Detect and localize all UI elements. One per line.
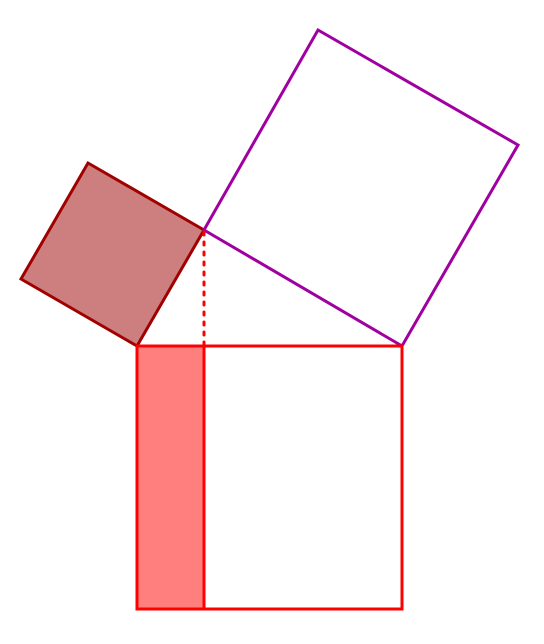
square-on-hypotenuse: [135, 344, 404, 611]
large-square-on-leg: [201, 27, 521, 349]
small-square-on-leg: [18, 160, 207, 349]
filled-rectangle-in-hypotenuse-square: [135, 344, 206, 611]
